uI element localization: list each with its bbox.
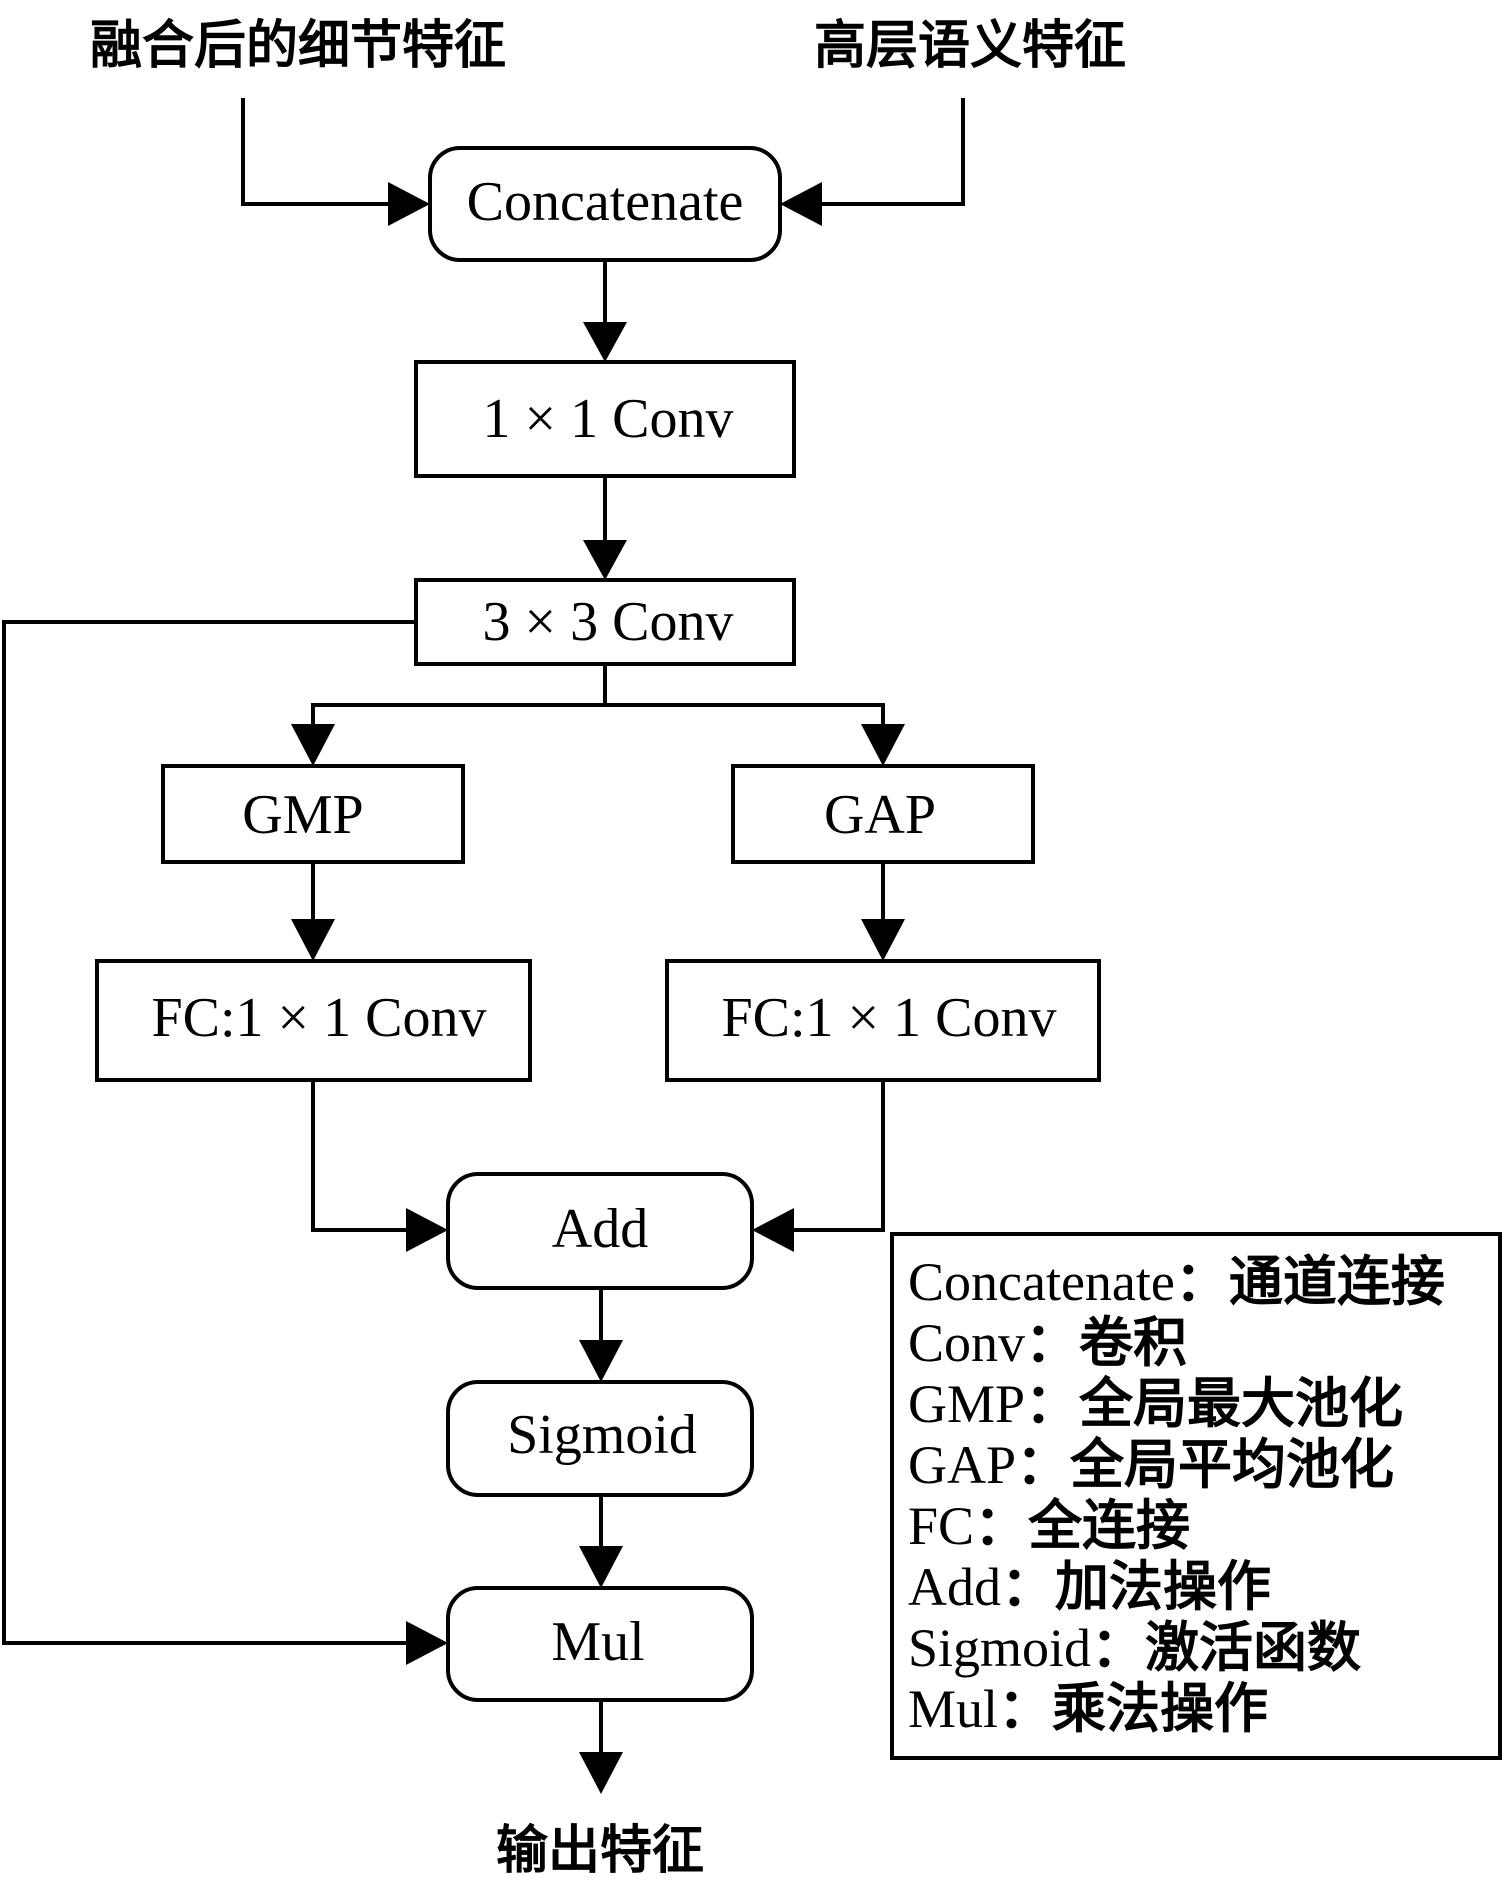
node-add-label: Add xyxy=(552,1198,648,1260)
node-mul-label: Mul xyxy=(551,1611,644,1673)
arrowhead-gmp xyxy=(291,724,335,766)
legend-term: GAP xyxy=(908,1435,1016,1495)
node-conv1x1-label: 1 × 1 Conv xyxy=(483,388,734,450)
legend-separator: ： xyxy=(1025,1311,1079,1374)
legend-separator: ： xyxy=(1001,1555,1055,1618)
legend-entry: Conv：卷积 xyxy=(908,1311,1187,1374)
node-concatenate-label: Concatenate xyxy=(467,171,744,233)
node-fc-left-label: FC:1 × 1 Conv xyxy=(152,987,487,1049)
edge-fc-left-to-add xyxy=(311,1080,406,1232)
input-label-left: 融合后的细节特征 xyxy=(90,16,506,76)
legend-term: GMP xyxy=(908,1374,1025,1434)
node-conv3x3-label: 3 × 3 Conv xyxy=(483,591,734,653)
legend-meaning: 通道连接 xyxy=(1229,1250,1445,1313)
node-gmp-label: GMP xyxy=(242,784,363,846)
legend-meaning: 激活函数 xyxy=(1145,1616,1361,1679)
node-fc-right: FC:1 × 1 Conv xyxy=(665,959,1101,1082)
legend-entry: FC：全连接 xyxy=(908,1494,1190,1557)
node-sigmoid: Sigmoid xyxy=(446,1380,754,1497)
node-add: Add xyxy=(446,1172,754,1290)
node-gap-label: GAP xyxy=(824,784,936,846)
legend-entry: Sigmoid：激活函数 xyxy=(908,1616,1361,1679)
legend-entries: Concatenate：通道连接Conv：卷积GMP：全局最大池化GAP：全局平… xyxy=(908,1250,1445,1740)
arrowhead-sigmoid xyxy=(579,1340,623,1382)
legend: Concatenate：通道连接Conv：卷积GMP：全局最大池化GAP：全局平… xyxy=(890,1232,1502,1760)
connectors xyxy=(2,98,965,1794)
node-gap: GAP xyxy=(731,764,1035,864)
legend-entry: Concatenate：通道连接 xyxy=(908,1250,1445,1313)
legend-meaning: 加法操作 xyxy=(1055,1555,1271,1618)
node-conv1x1: 1 × 1 Conv xyxy=(414,360,796,478)
legend-term: FC xyxy=(908,1496,974,1556)
legend-term: Add xyxy=(908,1557,1001,1617)
output-label: 输出特征 xyxy=(496,1821,704,1881)
legend-meaning: 卷积 xyxy=(1079,1311,1187,1374)
legend-separator: ： xyxy=(1025,1372,1079,1435)
legend-meaning: 全局最大池化 xyxy=(1078,1372,1403,1435)
legend-separator: ： xyxy=(1175,1250,1229,1313)
legend-term: Conv xyxy=(908,1313,1025,1373)
arrowhead-output xyxy=(579,1752,623,1794)
input-label-right: 高层语义特征 xyxy=(814,16,1126,76)
legend-meaning: 乘法操作 xyxy=(1052,1677,1268,1740)
node-mul: Mul xyxy=(446,1586,754,1702)
edge-right-input-to-concatenate xyxy=(822,98,965,206)
arrowhead-add-right xyxy=(752,1208,794,1252)
legend-meaning: 全局平均池化 xyxy=(1069,1433,1394,1496)
arrowhead-mul-top xyxy=(579,1546,623,1588)
arrowhead-conv1x1 xyxy=(583,322,627,362)
legend-separator: ： xyxy=(1091,1616,1145,1679)
node-fc-left: FC:1 × 1 Conv xyxy=(95,959,532,1082)
legend-separator: ： xyxy=(974,1494,1028,1557)
arrowhead-conv3x3 xyxy=(583,540,627,580)
node-sigmoid-label: Sigmoid xyxy=(507,1404,697,1466)
arrowhead-fc-left xyxy=(291,919,335,961)
edge-conv3x3-split xyxy=(311,664,607,724)
legend-separator: ： xyxy=(1016,1433,1070,1496)
node-fc-right-label: FC:1 × 1 Conv xyxy=(722,987,1057,1049)
arrowhead-gap xyxy=(861,724,905,766)
legend-entry: Mul：乘法操作 xyxy=(908,1677,1268,1740)
arrowhead-mul-left xyxy=(406,1621,448,1665)
legend-entry: GMP：全局最大池化 xyxy=(908,1372,1403,1435)
legend-meaning: 全连接 xyxy=(1027,1494,1190,1557)
legend-term: Sigmoid xyxy=(908,1618,1091,1678)
node-gmp: GMP xyxy=(161,764,465,864)
legend-separator: ： xyxy=(998,1677,1052,1740)
arrowhead-concatenate-left xyxy=(388,182,430,226)
edge-split-to-gap xyxy=(605,703,885,724)
arrowhead-concatenate-right xyxy=(780,182,822,226)
arrowhead-add-left xyxy=(406,1208,448,1252)
legend-entry: GAP：全局平均池化 xyxy=(908,1433,1394,1496)
edge-fc-right-to-add xyxy=(794,1080,885,1232)
node-concatenate: Concatenate xyxy=(428,146,782,262)
legend-entry: Add：加法操作 xyxy=(908,1555,1271,1618)
legend-term: Mul xyxy=(908,1679,998,1739)
edge-left-input-to-concatenate xyxy=(241,98,388,206)
legend-frame xyxy=(890,1232,1502,1760)
edge-conv3x3-bypass-to-mul xyxy=(2,620,416,1645)
arrowhead-fc-right xyxy=(861,919,905,961)
node-conv3x3: 3 × 3 Conv xyxy=(414,578,796,666)
legend-term: Concatenate xyxy=(908,1252,1175,1312)
